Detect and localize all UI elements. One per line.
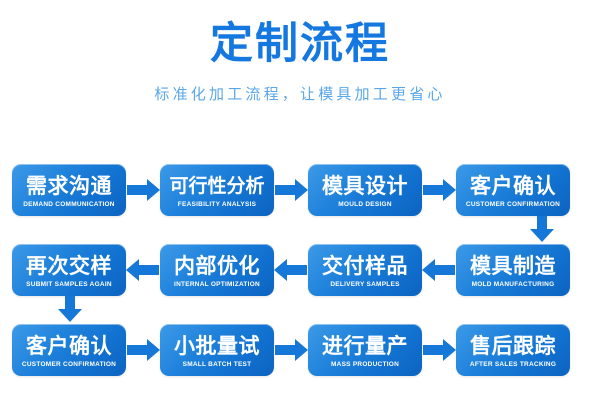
arrow-head — [274, 259, 287, 281]
arrow-shaft — [275, 185, 295, 195]
flow-node-small-batch-test[interactable]: 小批量试 SMALL BATCH TEST — [160, 324, 274, 376]
arrow-head — [295, 339, 308, 361]
flow-node-internal-optimization[interactable]: 内部优化 INTERNAL OPTIMIZATION — [160, 244, 274, 296]
flow-node-label-cn: 可行性分析 — [169, 174, 265, 197]
flow-node-label-en: DEMAND COMMUNICATION — [23, 200, 115, 208]
arrow-right-icon — [126, 339, 160, 361]
flow-node-label-cn: 进行量产 — [322, 333, 408, 358]
flow-node-label-en: AFTER SALES TRACKING — [469, 360, 557, 368]
flow-node-label-en: CUSTOMER CONFIRMATION — [465, 200, 561, 208]
flow-node-mass-production[interactable]: 进行量产 MASS PRODUCTION — [308, 324, 422, 376]
flow-node-label-en: SMALL BATCH TEST — [182, 360, 252, 368]
arrow-shaft — [139, 265, 159, 275]
flow-node-mold-manufacturing[interactable]: 模具制造 MOLD MANUFACTURING — [456, 244, 570, 296]
arrow-head — [147, 179, 160, 201]
arrow-head — [58, 309, 82, 322]
flow-node-submit-samples-again[interactable]: 再次交样 SUBMIT SAMPLES AGAIN — [12, 244, 126, 296]
flow-node-label-en: INTERNAL OPTIMIZATION — [174, 280, 260, 288]
flow-node-delivery-samples[interactable]: 交付样品 DELIVERY SAMPLES — [308, 244, 422, 296]
arrow-shaft — [65, 296, 75, 310]
arrow-down-icon-row2-to-row3 — [58, 296, 82, 322]
arrow-shaft — [127, 185, 147, 195]
arrow-shaft — [275, 345, 295, 355]
arrow-shaft — [287, 265, 307, 275]
arrow-right-icon — [274, 339, 308, 361]
header: 定制流程 标准化加工流程，让模具加工更省心 — [0, 0, 600, 104]
arrow-head — [443, 339, 456, 361]
arrow-shaft — [435, 265, 455, 275]
flow-node-label-cn: 需求沟通 — [26, 173, 112, 198]
arrow-right-icon — [126, 179, 160, 201]
flow-node-label-en: FEASIBILITY ANALYSIS — [177, 200, 257, 208]
flow-node-label-cn: 再次交样 — [26, 253, 112, 278]
flow-node-label-cn: 售后跟踪 — [470, 333, 556, 358]
flow-node-mould-design[interactable]: 模具设计 MOULD DESIGN — [308, 164, 422, 216]
page-title: 定制流程 — [210, 19, 390, 69]
page-subtitle: 标准化加工流程，让模具加工更省心 — [154, 85, 446, 103]
flow-node-label-cn: 内部优化 — [174, 253, 260, 278]
arrow-head — [126, 259, 139, 281]
flow-node-label-cn: 客户确认 — [26, 333, 112, 358]
flow-node-label-cn: 模具设计 — [322, 173, 408, 198]
arrow-shaft — [127, 345, 147, 355]
flow-node-label-en: DELIVERY SAMPLES — [330, 280, 400, 288]
flow-node-after-sales-tracking[interactable]: 售后跟踪 AFTER SALES TRACKING — [456, 324, 570, 376]
flow-node-demand-communication[interactable]: 需求沟通 DEMAND COMMUNICATION — [12, 164, 126, 216]
arrow-left-icon — [422, 259, 456, 281]
arrow-left-icon — [274, 259, 308, 281]
arrow-down-icon-row1-to-row2 — [530, 216, 554, 242]
flow-node-label-en: CUSTOMER CONFIRMATION — [21, 360, 117, 368]
flow-node-label-en: MOLD MANUFACTURING — [471, 280, 555, 288]
flow-node-label-cn: 交付样品 — [322, 253, 408, 278]
arrow-left-icon — [126, 259, 160, 281]
flow-node-label-en: MOULD DESIGN — [338, 200, 392, 208]
flow-node-label-cn: 模具制造 — [470, 253, 556, 278]
arrow-right-icon — [422, 339, 456, 361]
arrow-head — [422, 259, 435, 281]
flow-row-1: 需求沟通 DEMAND COMMUNICATION 可行性分析 FEASIBIL… — [0, 162, 600, 218]
arrow-right-icon — [274, 179, 308, 201]
arrow-head — [295, 179, 308, 201]
arrow-shaft — [423, 345, 443, 355]
flow-row-2: 再次交样 SUBMIT SAMPLES AGAIN 内部优化 INTERNAL … — [0, 242, 600, 298]
process-flow-diagram: 需求沟通 DEMAND COMMUNICATION 可行性分析 FEASIBIL… — [0, 150, 600, 401]
arrow-head — [147, 339, 160, 361]
flow-node-label-en: SUBMIT SAMPLES AGAIN — [26, 280, 112, 288]
flow-node-label-cn: 客户确认 — [470, 173, 556, 198]
flow-node-customer-confirmation-2[interactable]: 客户确认 CUSTOMER CONFIRMATION — [12, 324, 126, 376]
arrow-shaft — [423, 185, 443, 195]
arrow-right-icon — [422, 179, 456, 201]
flow-node-label-en: MASS PRODUCTION — [330, 360, 400, 368]
flow-node-label-cn: 小批量试 — [174, 333, 260, 358]
flow-row-3: 客户确认 CUSTOMER CONFIRMATION 小批量试 SMALL BA… — [0, 322, 600, 378]
arrow-shaft — [537, 216, 547, 230]
flow-node-customer-confirmation-1[interactable]: 客户确认 CUSTOMER CONFIRMATION — [456, 164, 570, 216]
arrow-head — [530, 229, 554, 242]
flow-node-feasibility-analysis[interactable]: 可行性分析 FEASIBILITY ANALYSIS — [160, 164, 274, 216]
arrow-head — [443, 179, 456, 201]
